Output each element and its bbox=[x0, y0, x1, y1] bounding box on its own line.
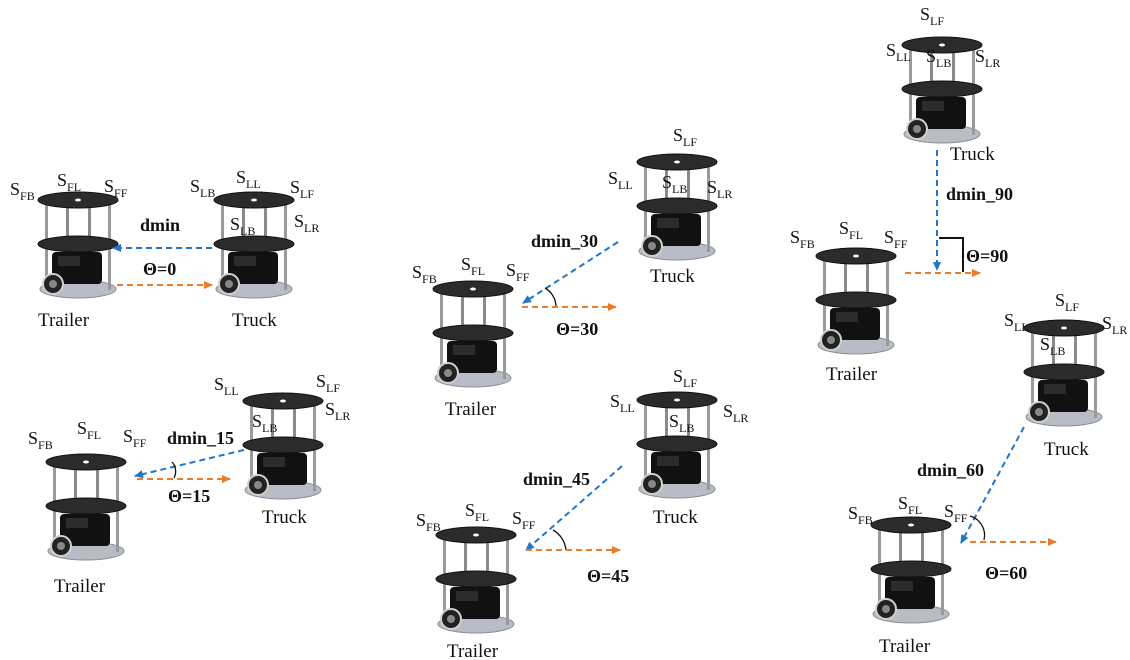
trailer-caption: Trailer bbox=[879, 636, 931, 657]
sensor-s-lf: SLF bbox=[673, 125, 697, 149]
sensor-s-fb: SFB bbox=[416, 510, 441, 534]
truck-robot-icon bbox=[242, 392, 324, 500]
sensor-s-lr: SLR bbox=[975, 46, 1000, 70]
scenario-theta-90: Trailer Truck SFB SFL SFF SLF SLL SLB SL… bbox=[790, 4, 1013, 385]
sensor-s-lf: SLF bbox=[316, 371, 340, 395]
sensor-s-fl: SFL bbox=[839, 218, 863, 242]
sensor-s-lr: SLR bbox=[707, 177, 732, 201]
trailer-robot-icon bbox=[815, 247, 897, 355]
trailer-robot-icon bbox=[37, 191, 119, 299]
sensor-s-lb: SLB bbox=[190, 176, 215, 200]
distance-arrow bbox=[134, 449, 245, 479]
scenario-theta-30: Trailer Truck SFB SFL SFF SLF SLL SLB SL… bbox=[412, 125, 732, 420]
sensor-s-fl: SFL bbox=[57, 170, 81, 194]
sensor-s-ll: SLL bbox=[1004, 310, 1029, 334]
sensor-s-fl: SFL bbox=[461, 254, 485, 278]
trailer-robot-icon bbox=[45, 453, 127, 561]
distance-label: dmin bbox=[140, 215, 180, 235]
scenario-theta-15: Trailer Truck SFB SFL SFF SLL SLF SLB SL… bbox=[28, 371, 350, 597]
truck-caption: Truck bbox=[950, 144, 995, 165]
sensor-s-ll: SLL bbox=[610, 391, 635, 415]
sensor-s-ff: SFF bbox=[512, 508, 536, 532]
trailer-caption: Trailer bbox=[826, 364, 878, 385]
trailer-caption: Trailer bbox=[447, 641, 499, 660]
truck-caption: Truck bbox=[650, 266, 695, 287]
angle-label: Θ=15 bbox=[168, 486, 210, 506]
truck-caption: Truck bbox=[1044, 439, 1089, 460]
distance-arrow bbox=[525, 465, 623, 551]
sensor-s-lf: SLF bbox=[1055, 290, 1079, 314]
sensor-s-fb: SFB bbox=[412, 262, 437, 286]
angle-arc bbox=[544, 287, 557, 307]
sensor-s-lr: SLR bbox=[294, 211, 319, 235]
sensor-s-fl: SFL bbox=[77, 418, 101, 442]
angle-label: Θ=90 bbox=[966, 246, 1008, 266]
sensor-s-fb: SFB bbox=[28, 428, 53, 452]
truck-robot-icon bbox=[901, 36, 983, 144]
scenario-theta-0: Trailer Truck SFB SFL SFF SLB SLL SLF SL… bbox=[10, 167, 319, 331]
truck-robot-icon bbox=[636, 391, 718, 499]
sensor-s-lb: SLB bbox=[662, 172, 687, 196]
sensor-s-lf: SLF bbox=[673, 366, 697, 390]
sensor-s-fl: SFL bbox=[465, 500, 489, 524]
sensor-s-ff: SFF bbox=[123, 426, 147, 450]
sensor-s-lb: SLB bbox=[926, 46, 951, 70]
sensor-s-ll: SLL bbox=[886, 40, 911, 64]
trailer-caption: Trailer bbox=[54, 576, 106, 597]
angle-arc bbox=[552, 529, 567, 551]
sensor-s-lr: SLR bbox=[325, 399, 350, 423]
trailer-caption: Trailer bbox=[445, 399, 497, 420]
sensor-s-lb: SLB bbox=[1040, 334, 1065, 358]
angle-arc bbox=[969, 515, 986, 541]
sensor-s-ff: SFF bbox=[884, 227, 908, 251]
truck-robot-icon bbox=[636, 153, 718, 261]
distance-label: dmin_45 bbox=[523, 469, 590, 489]
sensor-s-fb: SFB bbox=[10, 179, 35, 203]
distance-label: dmin_60 bbox=[917, 460, 984, 480]
sensor-s-ff: SFF bbox=[506, 260, 530, 284]
sensor-s-ll: SLL bbox=[236, 167, 261, 191]
scenario-theta-60: Trailer Truck SFB SFL SFF SLF SLL SLB SL… bbox=[848, 290, 1127, 657]
truck-robot-icon bbox=[1023, 319, 1105, 427]
sensor-s-ff: SFF bbox=[104, 176, 128, 200]
right-angle-marker bbox=[939, 237, 964, 272]
sensor-s-fb: SFB bbox=[790, 227, 815, 251]
distance-label: dmin_90 bbox=[946, 184, 1013, 204]
sensor-s-fb: SFB bbox=[848, 503, 873, 527]
trailer-caption: Trailer bbox=[38, 310, 90, 331]
sensor-s-lr: SLR bbox=[1102, 313, 1127, 337]
sensor-s-lf: SLF bbox=[920, 4, 944, 28]
truck-caption: Truck bbox=[262, 507, 307, 528]
sensor-s-fl: SFL bbox=[898, 493, 922, 517]
truck-caption: Truck bbox=[232, 310, 277, 331]
sensor-s-lb-lower: SLB bbox=[230, 214, 255, 238]
sensor-s-lr: SLR bbox=[723, 401, 748, 425]
angle-label: Θ=60 bbox=[985, 563, 1027, 583]
sensor-s-ll: SLL bbox=[214, 374, 239, 398]
angle-label: Θ=0 bbox=[143, 259, 176, 279]
distance-arrow bbox=[960, 426, 1025, 544]
scenario-theta-45: Trailer Truck SFB SFL SFF SLF SLL SLB SL… bbox=[416, 366, 748, 660]
trailer-robot-icon bbox=[870, 516, 952, 624]
sensor-s-lb: SLB bbox=[669, 411, 694, 435]
sensor-s-ll: SLL bbox=[608, 168, 633, 192]
distance-label: dmin_15 bbox=[167, 428, 234, 448]
distance-label: dmin_30 bbox=[531, 231, 598, 251]
distance-arrow bbox=[522, 241, 619, 304]
trailer-robot-icon bbox=[432, 280, 514, 388]
sensor-s-ff: SFF bbox=[944, 501, 968, 525]
trailer-robot-icon bbox=[435, 526, 517, 634]
sensor-s-lb: SLB bbox=[252, 411, 277, 435]
sensor-s-lf: SLF bbox=[290, 177, 314, 201]
angle-arc bbox=[171, 461, 177, 479]
angle-label: Θ=45 bbox=[587, 566, 629, 586]
angle-label: Θ=30 bbox=[556, 319, 598, 339]
truck-robot-icon bbox=[213, 191, 295, 299]
truck-caption: Truck bbox=[653, 507, 698, 528]
